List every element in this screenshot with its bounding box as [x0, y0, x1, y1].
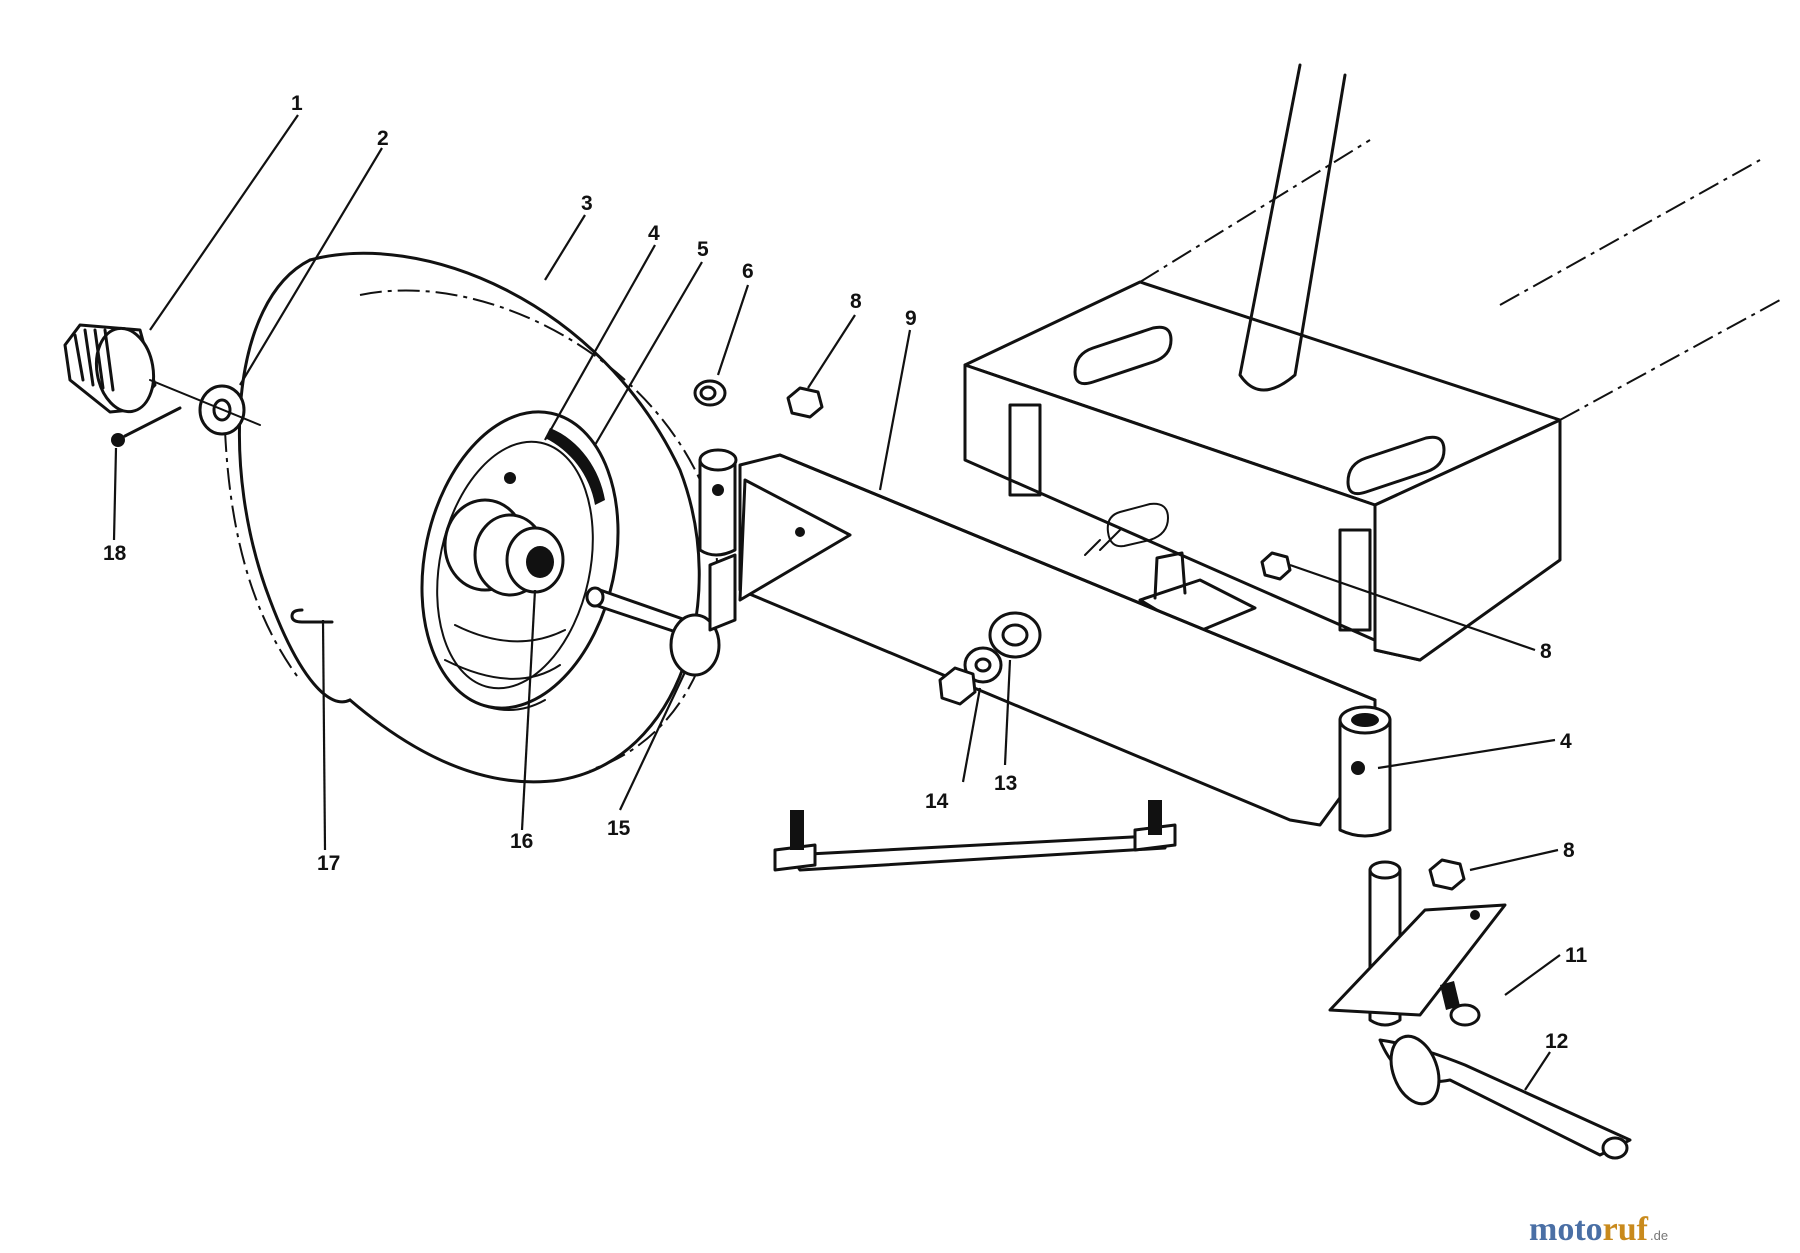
watermark-suffix: .de	[1650, 1228, 1668, 1243]
callout-18: 18	[103, 542, 127, 565]
callout-6: 6	[742, 260, 754, 283]
e-ring-gap	[699, 385, 717, 401]
left-spindle	[585, 448, 738, 677]
callout-13: 13	[994, 772, 1017, 795]
callout-14: 14	[925, 790, 949, 813]
right-spindle	[1328, 860, 1632, 1160]
callout-12: 12	[1545, 1030, 1568, 1053]
callout-3: 3	[581, 192, 593, 215]
valve-stem	[290, 608, 334, 624]
watermark-part2: ruf	[1603, 1211, 1649, 1248]
callout-numbers: 1 2 3 4 5 6 8 9 8 4 8 11 12 13 14 15 16 …	[103, 92, 1588, 1053]
front-axle	[712, 453, 1392, 838]
watermark-logo: motoruf .de	[1529, 1211, 1668, 1248]
hub-cap-screw	[111, 406, 182, 447]
callout-17: 17	[317, 852, 340, 875]
wheel-hub-bearing	[443, 472, 565, 597]
axle-nut-washer	[938, 611, 1042, 706]
hub-cap	[63, 323, 157, 414]
watermark-part1: moto	[1529, 1211, 1603, 1248]
leader-lines	[112, 114, 1561, 1091]
callout-2: 2	[377, 127, 389, 150]
callout-9: 9	[905, 307, 917, 330]
callout-1: 1	[291, 92, 303, 115]
hex-nut	[786, 386, 1466, 891]
callout-4: 4	[648, 222, 660, 245]
centerline-hub	[149, 379, 261, 426]
callout-8: 8	[1563, 839, 1575, 862]
callout-15: 15	[607, 817, 631, 840]
callout-11: 11	[1565, 944, 1588, 967]
tractor-frame	[963, 63, 1781, 662]
callout-8: 8	[1540, 640, 1552, 663]
tie-rod	[773, 800, 1177, 872]
callout-16: 16	[510, 830, 533, 853]
callout-4: 4	[1560, 730, 1572, 753]
callout-5: 5	[697, 238, 709, 261]
callout-8: 8	[850, 290, 862, 313]
svg-text:motoruf: motoruf	[1529, 1211, 1649, 1248]
front-tire	[224, 251, 719, 784]
